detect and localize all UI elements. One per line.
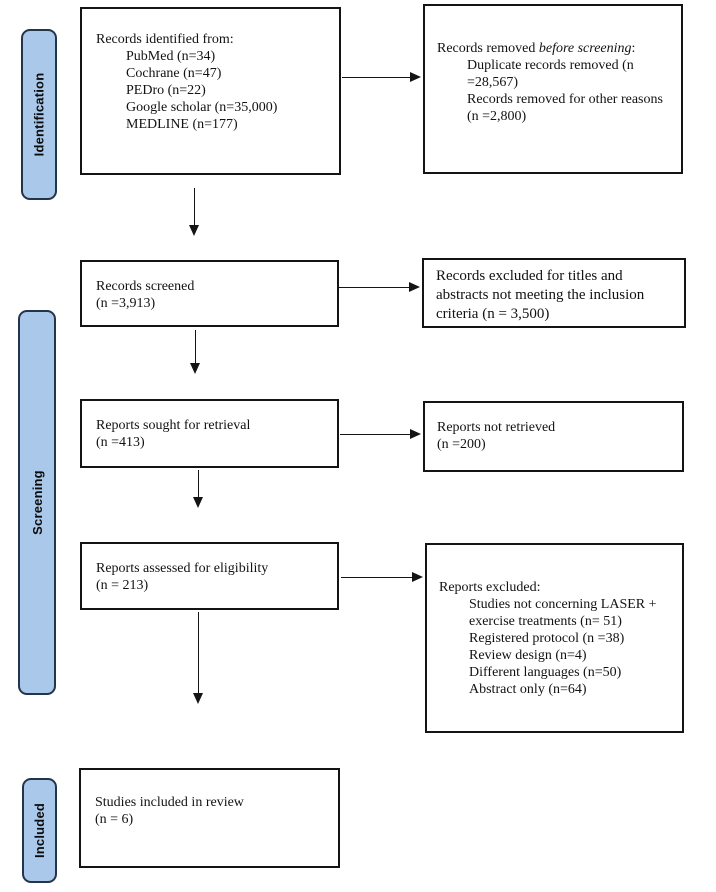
box-item: Duplicate records removed (n =28,567) [467, 58, 634, 90]
stage-included: Included [22, 778, 57, 883]
title-text: Records removed [437, 41, 539, 56]
right-arrow-identified-to-removed [342, 72, 421, 82]
arrow-shaft [340, 433, 410, 435]
box-item: Abstract only (n=64) [469, 682, 587, 697]
arrowhead-down-icon [189, 225, 199, 236]
records-removed-box: Records removed before screening: Duplic… [423, 4, 683, 174]
box-item: Review design (n=4) [469, 648, 587, 663]
arrowhead-down-icon [190, 363, 200, 374]
reports-excluded-box: Reports excluded: Studies not concerning… [425, 543, 684, 733]
records-excluded-titles-box: Records excluded for titles and abstract… [422, 258, 686, 328]
right-arrow-sought-to-not-retrieved [340, 429, 421, 439]
box-item: PEDro (n=22) [126, 83, 206, 98]
box-title: Records removed before screening: [437, 40, 675, 57]
box-line: Reports sought for retrieval [96, 418, 251, 433]
arrow-shaft [194, 330, 196, 363]
box-line: Studies included in review [95, 795, 244, 810]
box-item: MEDLINE (n=177) [126, 117, 238, 132]
box-item: Records removed for other reasons (n =2,… [467, 92, 663, 124]
box-item: Studies not concerning LASER + exercise … [469, 597, 657, 629]
box-line: (n =200) [437, 437, 486, 452]
down-arrow-identified-to-screened [189, 188, 199, 236]
stage-screening: Screening [18, 310, 56, 695]
arrow-shaft [197, 470, 199, 497]
records-screened-box: Records screened (n =3,913) [80, 260, 339, 327]
arrow-shaft [342, 76, 410, 78]
right-arrow-screened-to-excluded [339, 282, 420, 292]
box-item: Registered protocol (n =38) [469, 631, 625, 646]
down-arrow-sought-to-assessed [193, 470, 203, 508]
arrow-shaft [193, 188, 195, 225]
box-title: Reports excluded: [439, 580, 541, 595]
arrow-shaft [341, 576, 412, 578]
reports-sought-box: Reports sought for retrieval (n =413) [80, 399, 339, 468]
box-line: Records screened [96, 279, 195, 294]
box-text: Records excluded for titles and abstract… [436, 268, 645, 322]
box-item: Different languages (n=50) [469, 665, 622, 680]
arrow-shaft [197, 612, 199, 693]
studies-included-box: Studies included in review (n = 6) [79, 768, 340, 868]
stage-identification-label: Identification [31, 72, 47, 157]
arrowhead-down-icon [193, 497, 203, 508]
box-title: Records identified from: [96, 32, 234, 47]
box-line: (n =413) [96, 435, 145, 450]
arrowhead-down-icon [193, 693, 203, 704]
down-arrow-assessed-to-included [193, 612, 203, 704]
reports-assessed-box: Reports assessed for eligibility (n = 21… [80, 542, 339, 610]
box-item: PubMed (n=34) [126, 49, 216, 64]
stage-included-label: Included [32, 802, 47, 859]
down-arrow-screened-to-sought [190, 330, 200, 374]
arrowhead-right-icon [410, 72, 421, 82]
box-item: Cochrane (n=47) [126, 66, 222, 81]
records-identified-box: Records identified from: PubMed (n=34) C… [80, 7, 341, 175]
box-line: Reports assessed for eligibility [96, 561, 269, 576]
box-line: Reports not retrieved [437, 420, 556, 435]
title-emphasis: before screening [538, 41, 632, 56]
arrowhead-right-icon [409, 282, 420, 292]
arrowhead-right-icon [412, 572, 423, 582]
title-colon: : [631, 41, 636, 56]
stage-screening-label: Screening [29, 470, 45, 535]
arrowhead-right-icon [410, 429, 421, 439]
box-item: Google scholar (n=35,000) [126, 100, 278, 115]
stage-identification: Identification [21, 29, 57, 200]
box-line: (n =3,913) [96, 296, 156, 311]
arrow-shaft [339, 286, 409, 288]
box-line: (n = 213) [96, 578, 149, 593]
box-line: (n = 6) [95, 812, 134, 827]
reports-not-retrieved-box: Reports not retrieved (n =200) [423, 401, 684, 472]
right-arrow-assessed-to-reports-excluded [341, 572, 423, 582]
